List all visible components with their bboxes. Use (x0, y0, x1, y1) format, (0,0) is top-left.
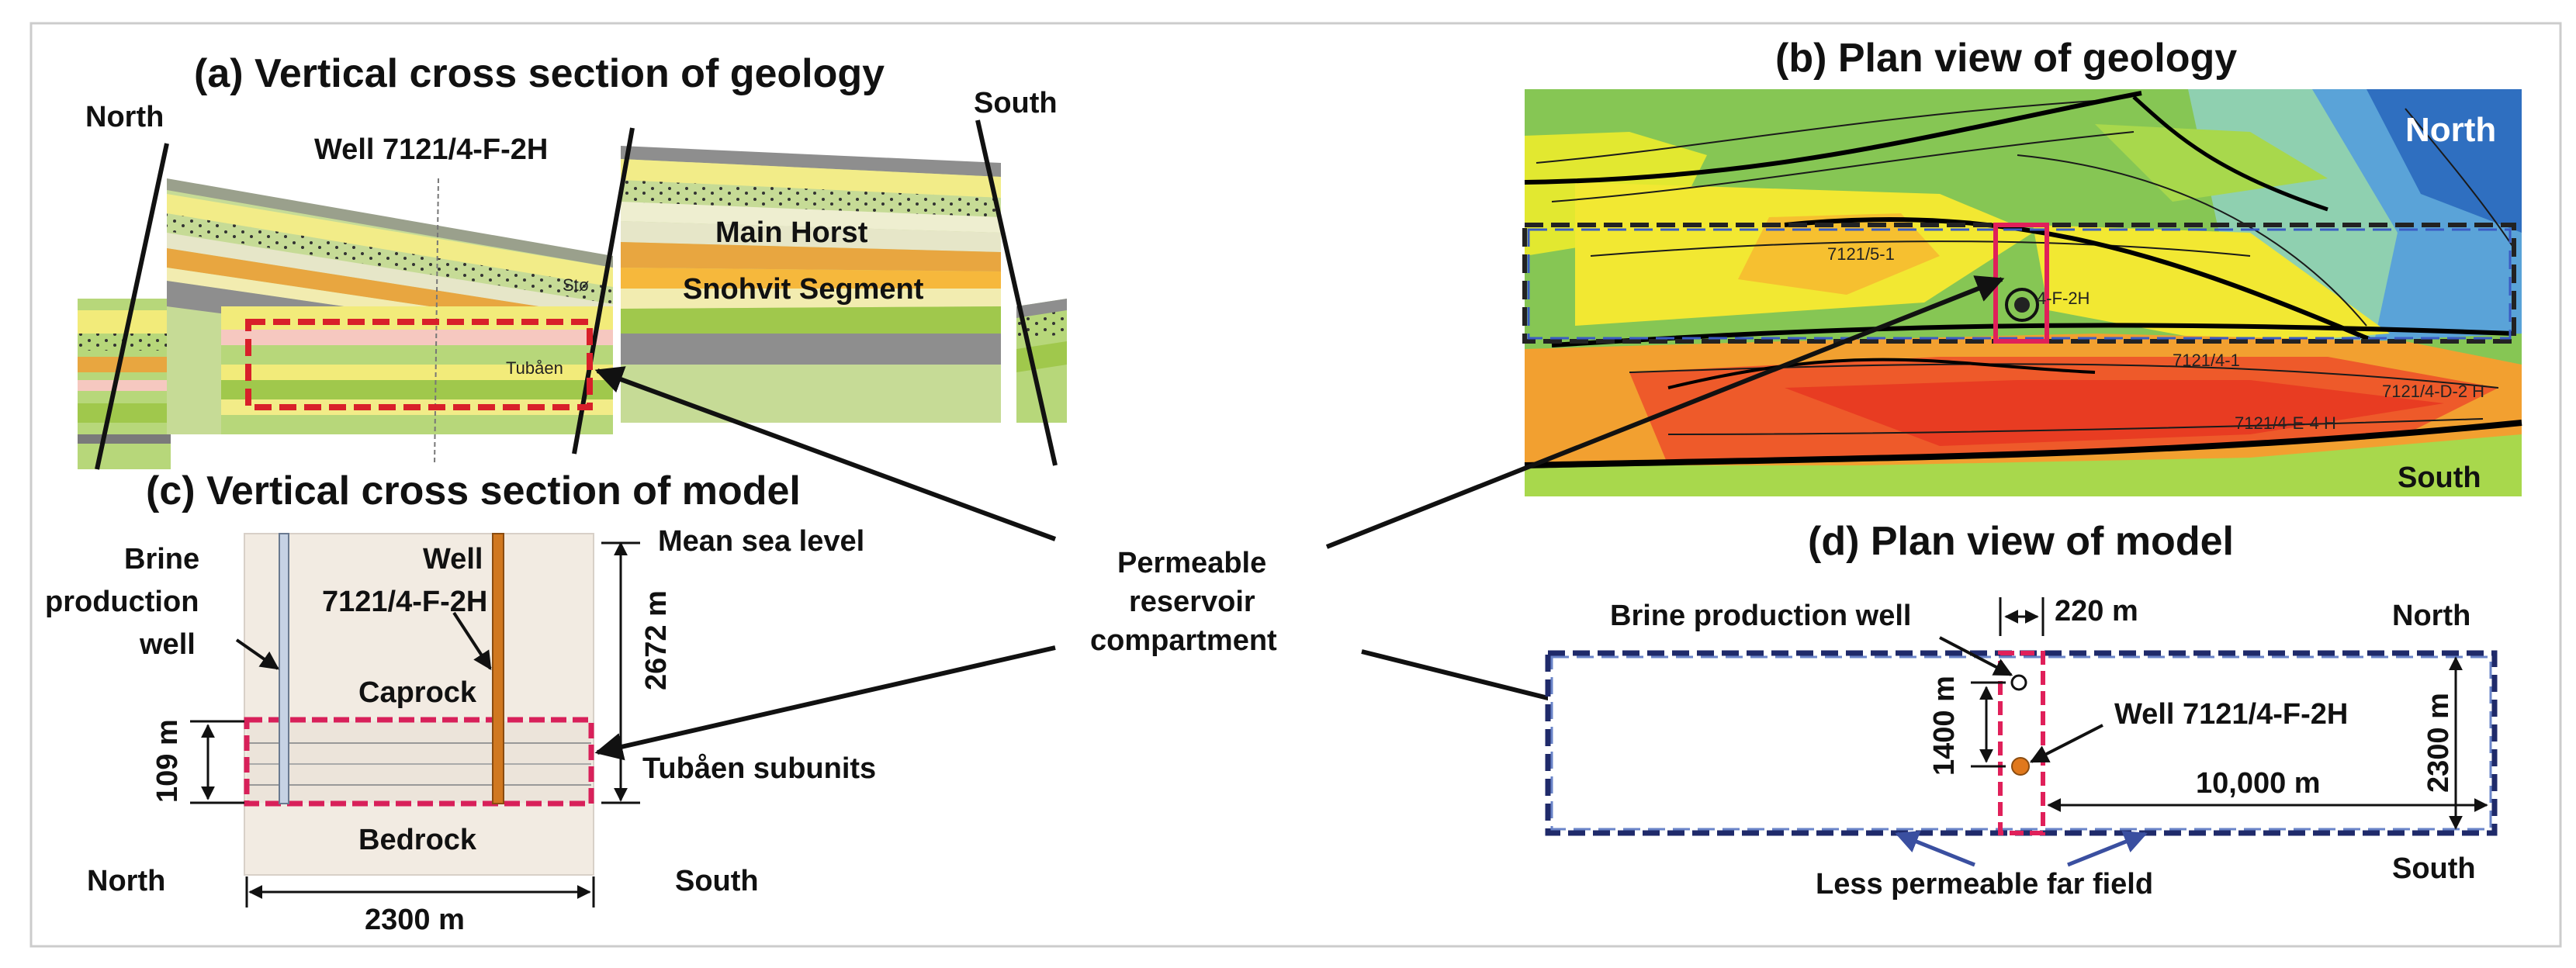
panel-c-caprock: Caprock (358, 676, 477, 709)
panel-b-well-label-0: 7121/5-1 (1827, 244, 1895, 264)
panel-c-brine-line-1: production (45, 586, 199, 618)
panel-a-title: (a) Vertical cross section of geology (194, 51, 885, 96)
panel-c-brine-well (279, 533, 289, 804)
panel-d-south: South (2392, 852, 2476, 885)
panel-d-compartment (1998, 651, 2045, 835)
panel-c-subunits: Tubåen subunits (642, 752, 876, 785)
panel-d-well-label: Well 7121/4-F-2H (2114, 698, 2348, 731)
panel-c-well-line-1: 7121/4-F-2H (322, 586, 487, 618)
panel-d-brine-well-label: Brine production well (1610, 600, 1911, 632)
panel-c-injection-well (492, 533, 504, 804)
panel-a-strata (78, 146, 1067, 469)
panel-b-map (1522, 89, 2522, 496)
panel-a-sto: Stø (563, 275, 589, 295)
panel-a: (a) Vertical cross section of geology (78, 51, 1067, 470)
panel-c-depth: 2672 m (640, 590, 673, 690)
panel-c-mean-sea-level: Mean sea level (658, 525, 864, 558)
panel-d-north: North (2392, 600, 2470, 632)
panel-b-well-label-2: 7121/4-1 (2173, 351, 2240, 370)
panel-b-well-label-3: 7121/4-D-2 H (2382, 382, 2484, 401)
panel-d-injection-well (2011, 757, 2030, 776)
panel-d-width: 2300 m (2422, 693, 2455, 793)
panel-c-brine-line-2: well (139, 628, 196, 661)
panel-d-compartment-width: 220 m (2055, 595, 2138, 627)
panel-c-south: South (675, 865, 759, 897)
panel-d-brine-well (2010, 674, 2027, 691)
panel-b-well-label-4: 7121/4-E-4 H (2235, 413, 2336, 433)
panel-c-thickness: 109 m (151, 719, 184, 803)
panel-b-south: South (2398, 462, 2481, 494)
panel-a-reservoir-box (245, 319, 593, 410)
panel-c-width: 2300 m (365, 904, 465, 936)
panel-d-title: (d) Plan view of model (1808, 519, 2234, 564)
panel-a-tubaen: Tubåen (506, 358, 563, 378)
center-label-0: Permeable (1117, 547, 1266, 579)
panel-d-length: 10,000 m (2196, 767, 2321, 800)
panel-c-model-box (244, 533, 594, 876)
panel-a-north: North (85, 101, 164, 133)
panel-b-well-label-1: 4-F-2H (2037, 289, 2090, 308)
panel-c-brine-line-0: Brine (124, 543, 199, 576)
panel-c-bedrock: Bedrock (358, 824, 477, 856)
panel-d: (d) Plan view of model 220 m 1400 m 10,0… (1545, 519, 2498, 901)
figure-frame (29, 22, 2562, 948)
panel-c-north: North (87, 865, 165, 897)
panel-c: (c) Vertical cross section of model 2672… (45, 468, 876, 936)
panel-c-title: (c) Vertical cross section of model (146, 468, 801, 513)
panel-c-well-line-0: Well (423, 543, 483, 576)
panel-a-main-horst: Main Horst (715, 216, 868, 249)
panel-b-title: (b) Plan view of geology (1775, 36, 2237, 81)
panel-c-reservoir-box (244, 717, 594, 807)
center-label-2: compartment (1090, 624, 1277, 657)
panel-a-snohvit: Snohvit Segment (683, 273, 924, 306)
panel-b-north: North (2405, 111, 2496, 149)
panel-a-south: South (974, 87, 1058, 119)
panel-a-well-label: Well 7121/4-F-2H (314, 133, 548, 166)
panel-b: (b) Plan view of geology (1522, 36, 2522, 496)
panel-d-spacing: 1400 m (1928, 676, 1961, 776)
panel-d-far-field: Less permeable far field (1816, 868, 2153, 901)
center-label-1: reservoir (1129, 586, 1255, 618)
